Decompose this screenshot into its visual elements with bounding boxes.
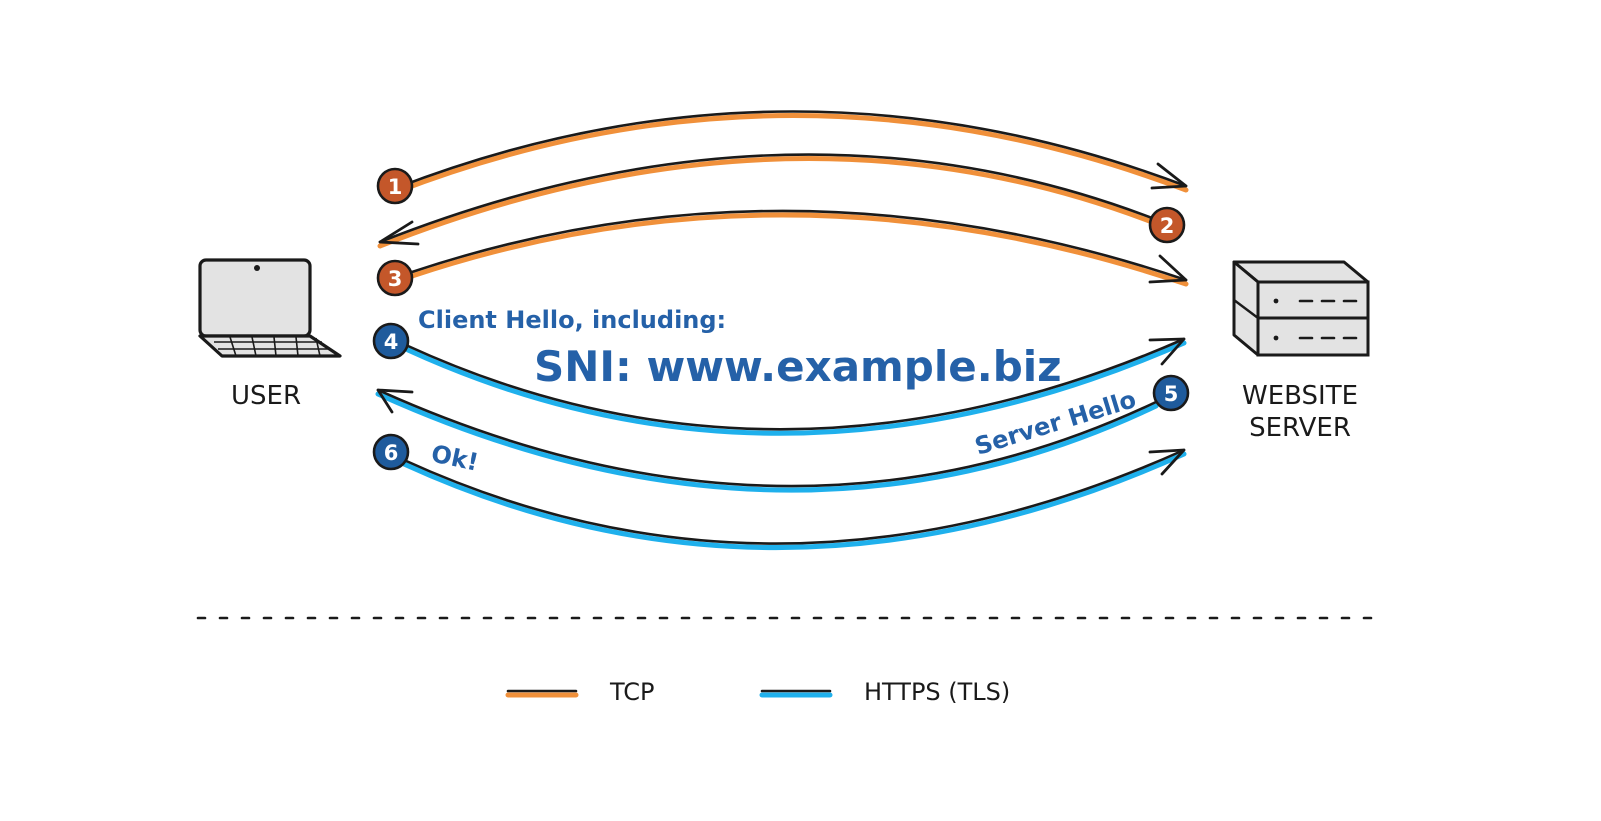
svg-text:6: 6 (384, 441, 399, 465)
server-label-line2: SERVER (1249, 413, 1351, 443)
svg-text:4: 4 (384, 330, 399, 354)
arrow-step-3 (409, 209, 1189, 287)
step-badge-4: 4 (372, 322, 410, 360)
server-icon (1232, 260, 1370, 357)
svg-text:5: 5 (1164, 382, 1179, 406)
user-label: USER (231, 381, 301, 411)
step-badge-2: 2 (1148, 206, 1186, 244)
legend-tcp-swatch (505, 689, 579, 698)
step-badge-3: 3 (376, 259, 414, 297)
arrow-step-1 (393, 110, 1189, 195)
step-badge-1: 1 (376, 167, 414, 205)
laptop-icon (198, 258, 342, 358)
step-badge-5: 5 (1152, 374, 1190, 412)
arrow-step-4 (405, 337, 1187, 436)
legend-tcp-label: TCP (609, 678, 654, 706)
sni-label: SNI: www.example.biz (534, 342, 1062, 391)
svg-text:2: 2 (1160, 214, 1175, 238)
ok-label: Ok! (429, 439, 481, 476)
legend-tls-label: HTTPS (TLS) (864, 678, 1010, 706)
legend-tls-swatch (759, 689, 833, 698)
arrow-step-6 (401, 448, 1187, 551)
arrow-step-5 (375, 388, 1159, 493)
legend: TCP HTTPS (TLS) (505, 678, 1010, 706)
server-label-line1: WEBSITE (1242, 381, 1358, 411)
svg-text:3: 3 (388, 267, 403, 291)
step-badge-6: 6 (372, 433, 410, 471)
svg-text:1: 1 (388, 175, 403, 199)
arrow-step-2 (377, 153, 1155, 249)
client-hello-label: Client Hello, including: (418, 306, 726, 334)
